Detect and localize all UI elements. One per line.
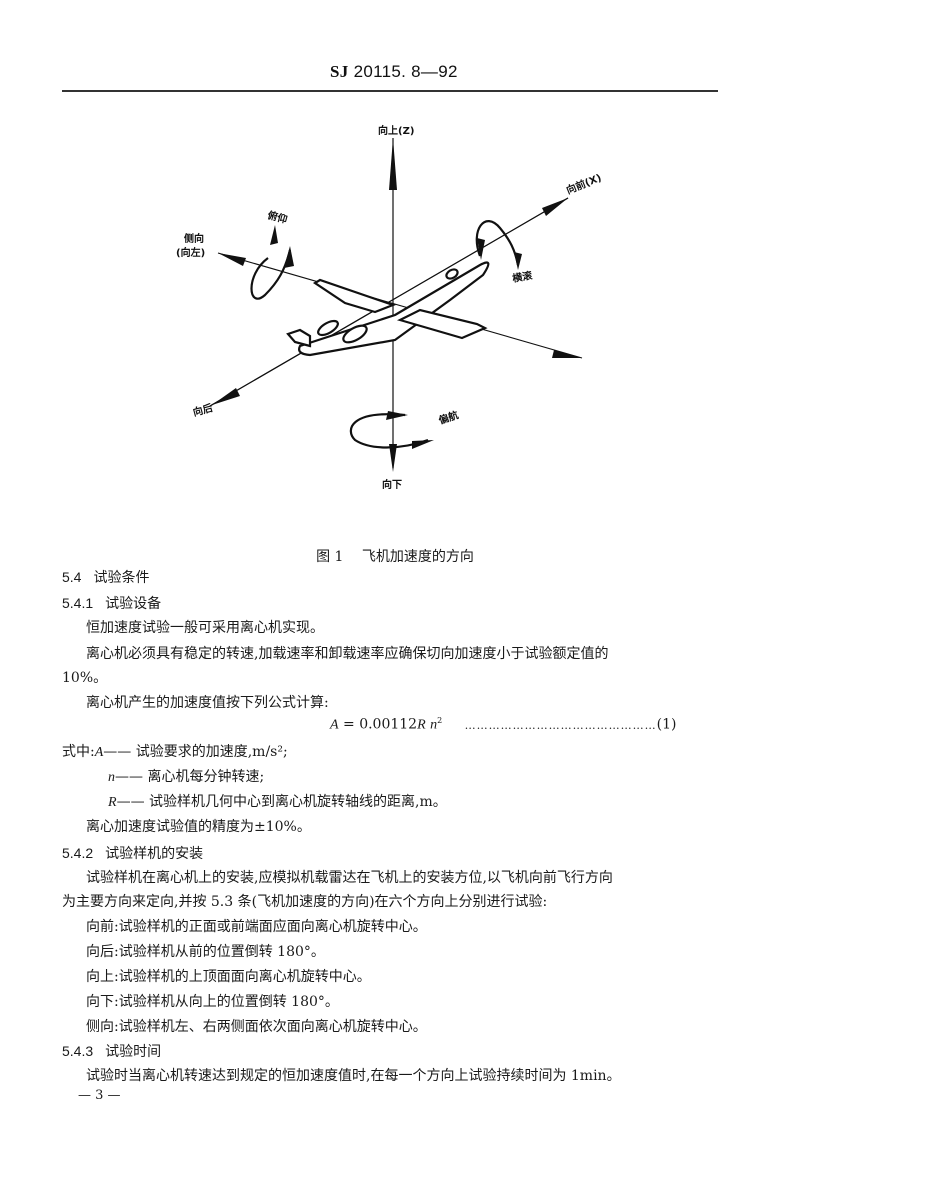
label-backward: 向后	[191, 401, 214, 419]
label-lateral-2: (向左)	[176, 246, 205, 259]
yaw-rotation-icon	[349, 413, 429, 449]
header-rule	[62, 90, 718, 92]
orientation-up: 向上:试验样机的上顶面面向离心机旋转中心。	[86, 969, 371, 985]
pitch-rotation-icon	[250, 249, 292, 300]
aircraft-acceleration-figure: 向上(Z) 向前(X) 俯仰 侧向 (向左) 横滚 向后 偏航 向下	[150, 110, 630, 510]
label-up: 向上(Z)	[378, 124, 414, 137]
down-arrow-icon	[389, 444, 397, 472]
forward-arrow-icon	[542, 198, 568, 216]
label-yaw: 偏航	[437, 408, 460, 427]
label-pitch: 俯仰	[266, 208, 289, 226]
formula-1: A = 0.00112R n2 …………………………………………(1)	[330, 716, 677, 733]
equation-number: (1)	[656, 716, 677, 733]
where-n: n—— 离心机每分钟转速;	[108, 769, 265, 785]
orientation-backward: 向后:试验样机从前的位置倒转 180°。	[86, 944, 325, 960]
label-roll: 横滚	[511, 269, 534, 285]
backward-arrow-icon	[212, 388, 240, 405]
label-forward: 向前(X)	[564, 171, 603, 197]
document-code: SJ 20115. 8—92	[330, 62, 458, 82]
code-prefix: SJ	[330, 62, 349, 81]
paragraph: 恒加速度试验一般可采用离心机实现。	[86, 620, 324, 636]
figure-caption: 图 1 飞机加速度的方向	[0, 546, 790, 566]
paragraph-continuation: 10%。	[62, 670, 108, 686]
label-down: 向下	[382, 478, 402, 491]
figure-title: 飞机加速度的方向	[361, 549, 474, 565]
orientation-down: 向下:试验样机从向上的位置倒转 180°。	[86, 994, 339, 1010]
figure-number: 图 1	[316, 549, 344, 565]
page-number: — 3 —	[78, 1088, 121, 1103]
paragraph-continuation: 为主要方向来定向,并按 5.3 条(飞机加速度的方向)在六个方向上分别进行试验:	[62, 894, 548, 910]
where-R: R—— 试验样机几何中心到离心机旋转轴线的距离,m。	[108, 794, 447, 810]
paragraph: 试验时当离心机转速达到规定的恒加速度值时,在每一个方向上试验持续时间为 1min…	[86, 1068, 621, 1084]
label-lateral-1: 侧向	[184, 232, 204, 245]
y-axis-line	[217, 252, 583, 359]
paragraph: 离心加速度试验值的精度为±10%。	[86, 819, 311, 835]
lateral-left-arrow-icon	[218, 253, 246, 266]
paragraph: 试验样机在离心机上的安装,应模拟机载雷达在飞机上的安装方位,以飞机向前飞行方向	[86, 870, 613, 886]
paragraph: 离心机必须具有稳定的转速,加载速率和卸载速率应确保切向加速度小于试验额定值的	[86, 646, 609, 662]
lateral-right-arrow-icon	[552, 350, 582, 358]
where-A: 式中:A—— 试验要求的加速度,m/s²;	[62, 744, 288, 760]
leader-dots: …………………………………………	[464, 718, 657, 732]
orientation-lateral: 侧向:试验样机左、右两侧面依次面向离心机旋转中心。	[86, 1019, 427, 1035]
orientation-forward: 向前:试验样机的正面或前端面应面向离心机旋转中心。	[86, 919, 427, 935]
aircraft-axes-diagram: 向上(Z) 向前(X) 俯仰 侧向 (向左) 横滚 向后 偏航 向下	[176, 124, 603, 491]
code-number: 20115. 8—92	[353, 62, 458, 81]
up-arrow-icon	[389, 138, 397, 190]
aircraft-icon	[286, 261, 490, 357]
paragraph: 离心机产生的加速度值按下列公式计算:	[86, 695, 329, 711]
